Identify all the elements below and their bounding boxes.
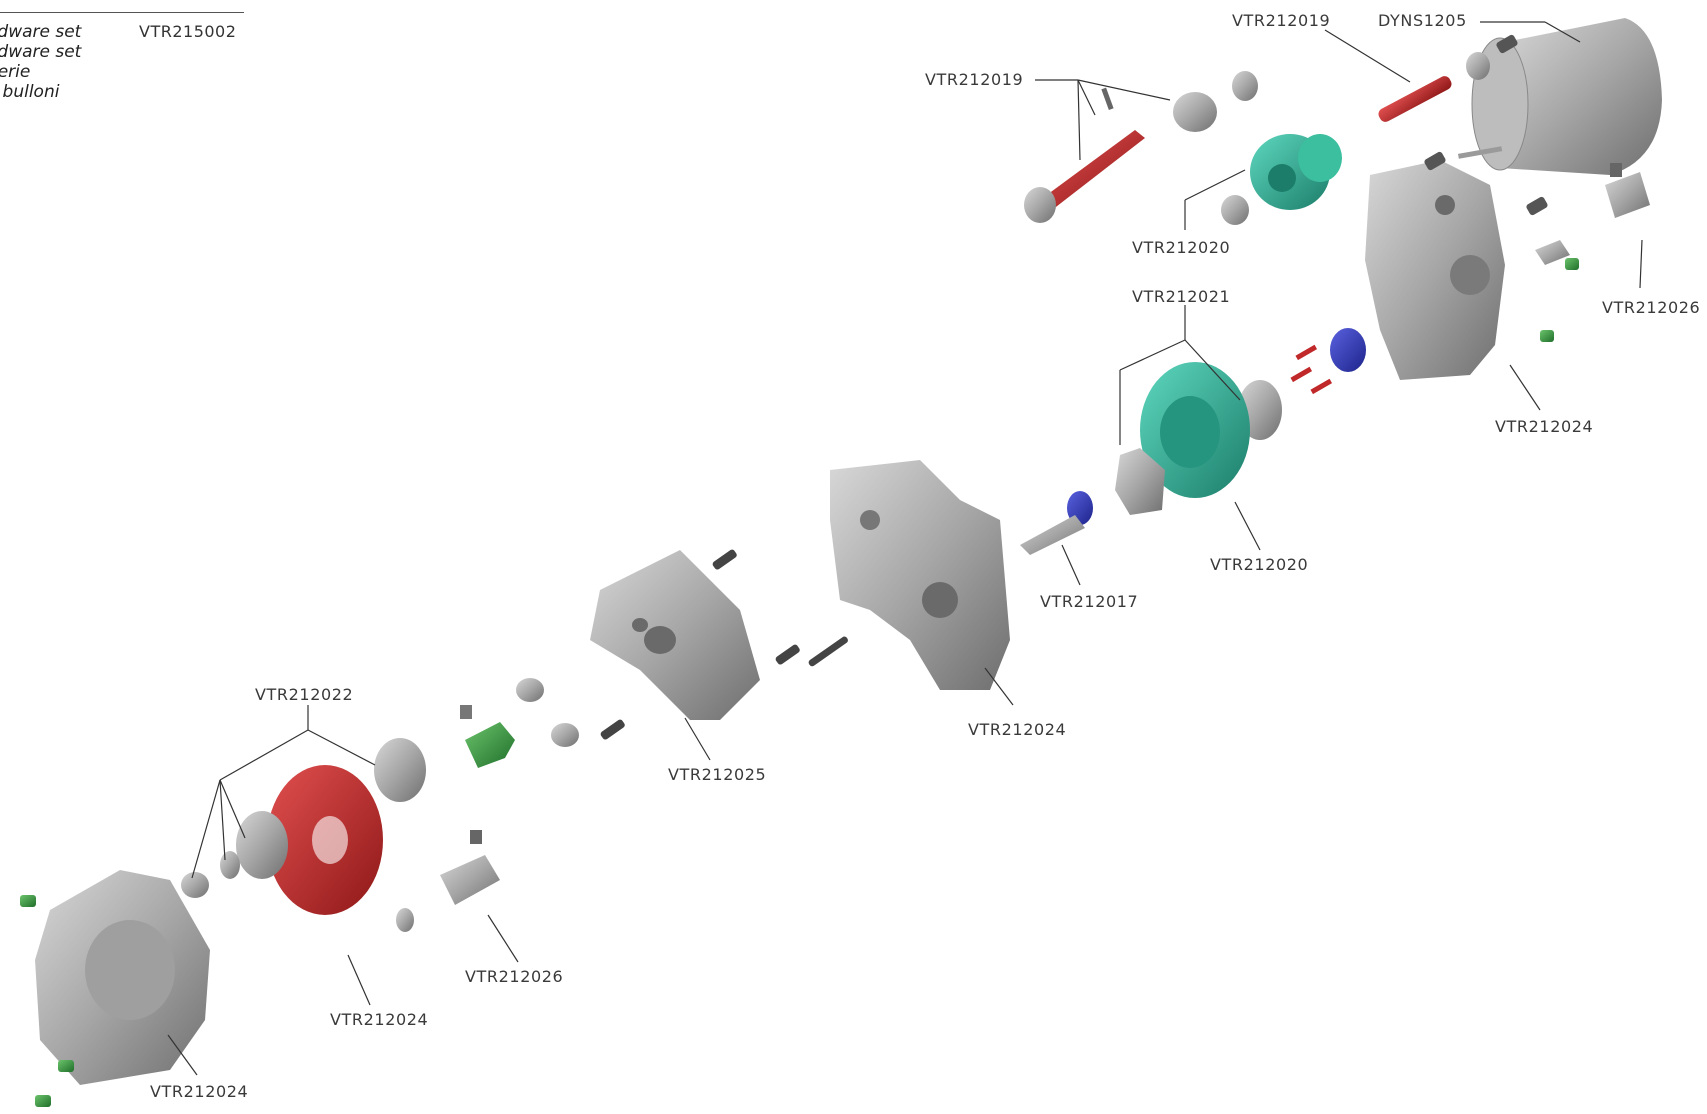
legend-line-2: ardware set xyxy=(0,42,82,62)
slipper-clutch-assembly xyxy=(1238,328,1366,440)
callout-dyns1205-motor: DYNS1205 xyxy=(1378,11,1467,30)
callout-labels: VTR212019 VTR212019 DYNS1205 VTR212020 V… xyxy=(150,11,1700,1101)
slipper-plate xyxy=(1115,448,1165,515)
callout-vtr212024-center: VTR212024 xyxy=(968,720,1066,739)
callout-vtr212025-plate: VTR212025 xyxy=(668,765,766,784)
spur-gear-red xyxy=(267,765,383,915)
callout-vtr212020-top: VTR212020 xyxy=(1132,238,1230,257)
cover-screws-green xyxy=(20,895,74,1107)
motor-can xyxy=(1457,18,1662,175)
legend-line-3: sserie xyxy=(0,62,31,82)
callout-vtr212026-bottom: VTR212026 xyxy=(465,967,563,986)
legend-names: ardware set ardware set sserie et bullon… xyxy=(0,22,81,102)
callout-vtr212017-shaft: VTR212017 xyxy=(1040,592,1138,611)
legend-part-code: VTR215002 xyxy=(139,22,237,41)
spur-adapter-plates xyxy=(181,738,426,898)
motor-plate xyxy=(590,550,760,720)
outdrive-cup xyxy=(396,830,500,932)
top-gear-housing xyxy=(1365,151,1505,380)
callout-vtr212022-plates: VTR212022 xyxy=(255,685,353,704)
legend-rule xyxy=(0,12,244,13)
leader-lines xyxy=(167,21,1643,1076)
spur-gear-cover xyxy=(35,870,210,1085)
callout-vtr212019-shaft: VTR212019 xyxy=(925,70,1023,89)
callout-vtr212024-cover: VTR212024 xyxy=(150,1082,248,1101)
pinion-gear-green xyxy=(460,705,515,768)
motor-shaft-red xyxy=(1378,76,1452,122)
legend-line-4: et bulloni xyxy=(0,82,60,102)
callout-vtr212019-motor: VTR212019 xyxy=(1232,11,1330,30)
top-pinion-and-bearings xyxy=(1101,71,1258,225)
top-outdrive xyxy=(1605,163,1650,218)
center-screws-and-shaft xyxy=(1535,240,1579,342)
center-gear-case xyxy=(830,460,1010,690)
callout-vtr212021-slipper: VTR212021 xyxy=(1132,287,1230,306)
top-teal-gear xyxy=(1250,134,1342,210)
top-idler-shaft-red xyxy=(1024,130,1145,223)
callout-vtr212026-top: VTR212026 xyxy=(1602,298,1700,317)
top-shaft-bearing-blue xyxy=(1020,491,1093,555)
legend-line-1: ardware set xyxy=(0,22,82,42)
callout-vtr212020-spur: VTR212020 xyxy=(1210,555,1308,574)
case-screws xyxy=(516,549,848,747)
motor-screws xyxy=(1466,34,1548,216)
spur-gear-teal xyxy=(1140,362,1250,498)
callout-vtr212024-top-case: VTR212024 xyxy=(1495,417,1593,436)
callout-vtr212024-spur: VTR212024 xyxy=(330,1010,428,1029)
